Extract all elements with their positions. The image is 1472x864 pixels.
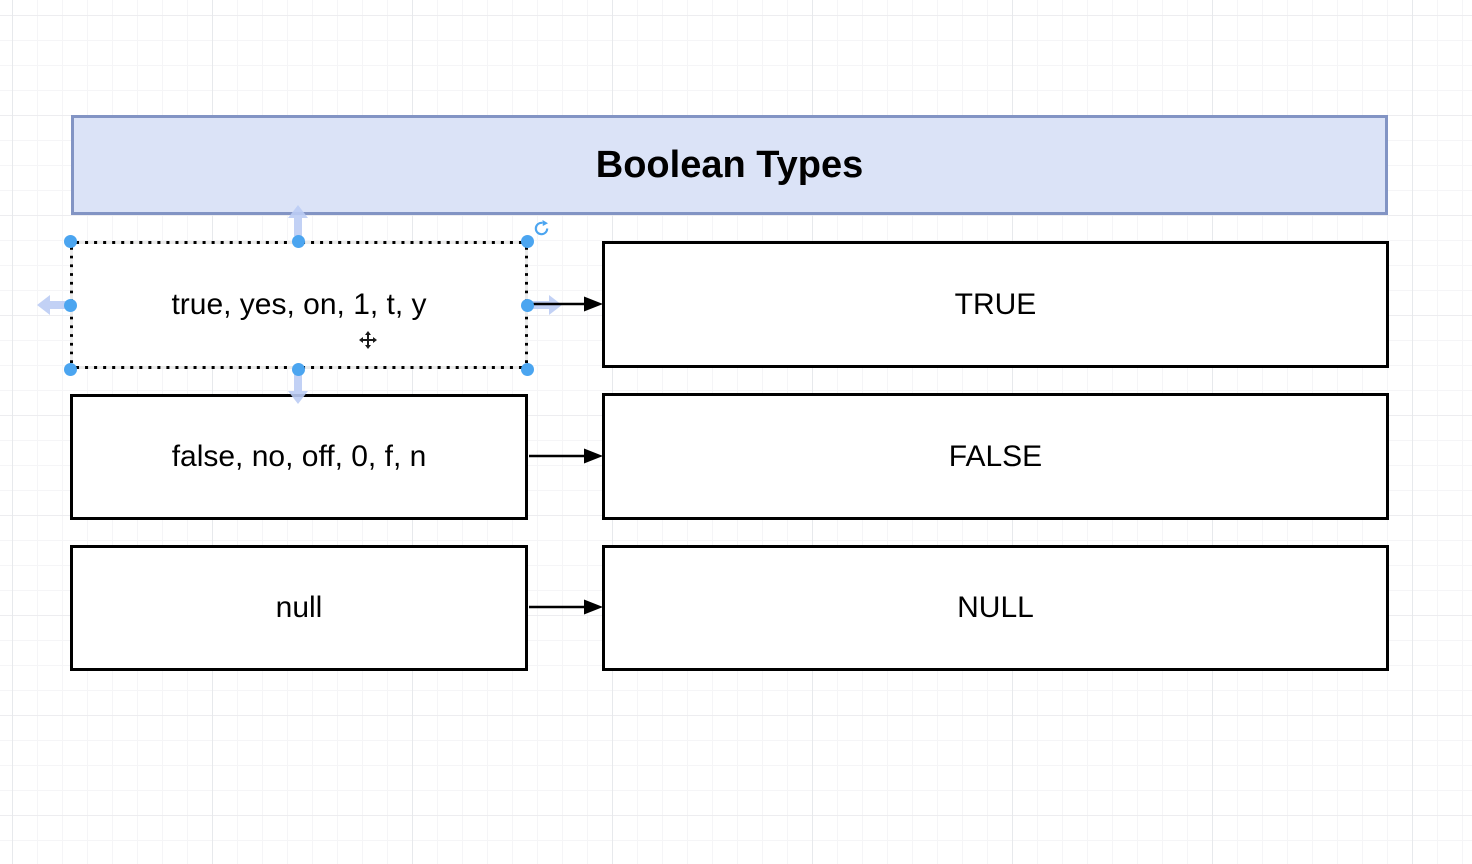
selection-handle-n[interactable] bbox=[291, 234, 305, 248]
selection-handle-se[interactable] bbox=[520, 362, 534, 376]
arrow-left-icon[interactable] bbox=[36, 294, 68, 321]
title-label: Boolean Types bbox=[595, 143, 864, 186]
shape-true-values-label: true, yes, on, 1, t, y bbox=[171, 288, 427, 321]
shape-false[interactable]: FALSE bbox=[602, 393, 1389, 520]
shape-null-values-label: null bbox=[275, 591, 323, 624]
selection-handle-e[interactable] bbox=[520, 298, 534, 312]
connector-arrow-false[interactable] bbox=[527, 446, 605, 466]
shape-false-label: FALSE bbox=[948, 439, 1043, 473]
shape-true-label: TRUE bbox=[954, 287, 1037, 321]
selection-handle-nw[interactable] bbox=[63, 234, 77, 248]
selection-handle-ne[interactable] bbox=[520, 234, 534, 248]
connector-arrow-true[interactable] bbox=[527, 294, 605, 314]
shape-false-values-label: false, no, off, 0, f, n bbox=[171, 440, 427, 473]
shape-false-values[interactable]: false, no, off, 0, f, n bbox=[70, 394, 528, 520]
selection-handle-s[interactable] bbox=[291, 362, 305, 376]
shape-true[interactable]: TRUE bbox=[602, 241, 1389, 368]
rotate-icon[interactable] bbox=[533, 220, 550, 242]
arrow-up-icon[interactable] bbox=[287, 204, 309, 241]
shape-null-label: NULL bbox=[957, 591, 1034, 624]
shape-true-values[interactable]: true, yes, on, 1, t, y bbox=[70, 241, 528, 369]
move-cursor-icon bbox=[358, 330, 378, 355]
connector-arrow-null[interactable] bbox=[527, 597, 605, 617]
shape-null-values[interactable]: null bbox=[70, 545, 528, 671]
title-shape[interactable]: Boolean Types bbox=[71, 115, 1388, 215]
selection-handle-w[interactable] bbox=[63, 298, 77, 312]
shape-null[interactable]: NULL bbox=[602, 545, 1389, 671]
selection-handle-sw[interactable] bbox=[63, 362, 77, 376]
arrow-down-icon[interactable] bbox=[287, 373, 309, 410]
